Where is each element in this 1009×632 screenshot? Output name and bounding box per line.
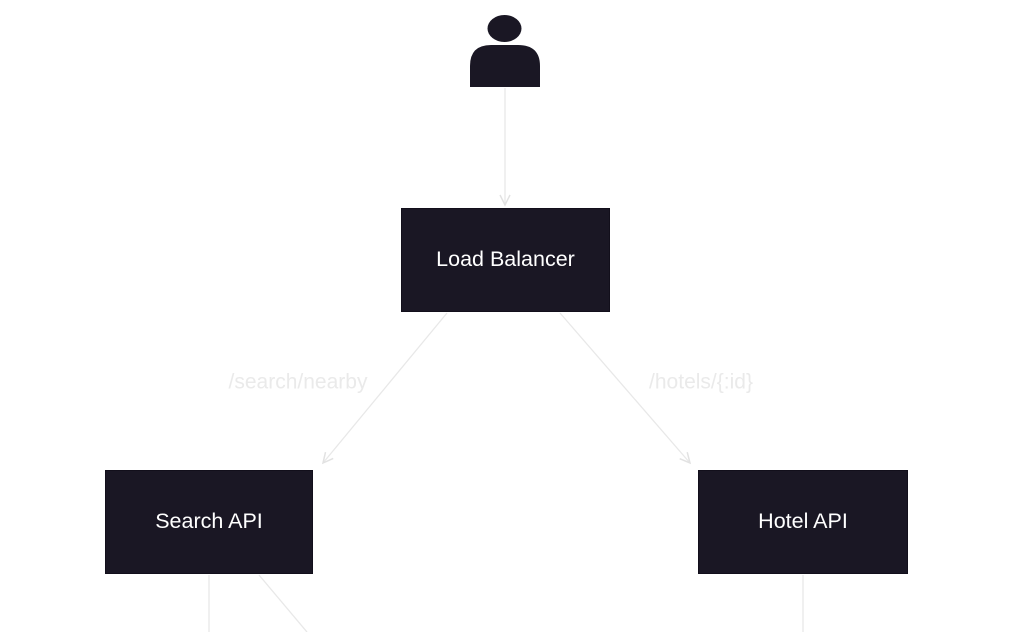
node-label: Hotel API bbox=[758, 509, 848, 534]
edge-label-search-nearby: /search/nearby bbox=[225, 370, 371, 394]
node-user bbox=[470, 13, 540, 87]
edge-search-api-out-diagonal bbox=[258, 574, 308, 632]
person-icon bbox=[470, 15, 540, 87]
edge-label-hotels-id: /hotels/{:id} bbox=[646, 370, 756, 394]
node-hotel-api: Hotel API bbox=[698, 470, 908, 574]
node-label: Search API bbox=[155, 509, 263, 534]
node-load-balancer: Load Balancer bbox=[401, 208, 610, 312]
node-label: Load Balancer bbox=[436, 247, 575, 272]
node-search-api: Search API bbox=[105, 470, 313, 574]
